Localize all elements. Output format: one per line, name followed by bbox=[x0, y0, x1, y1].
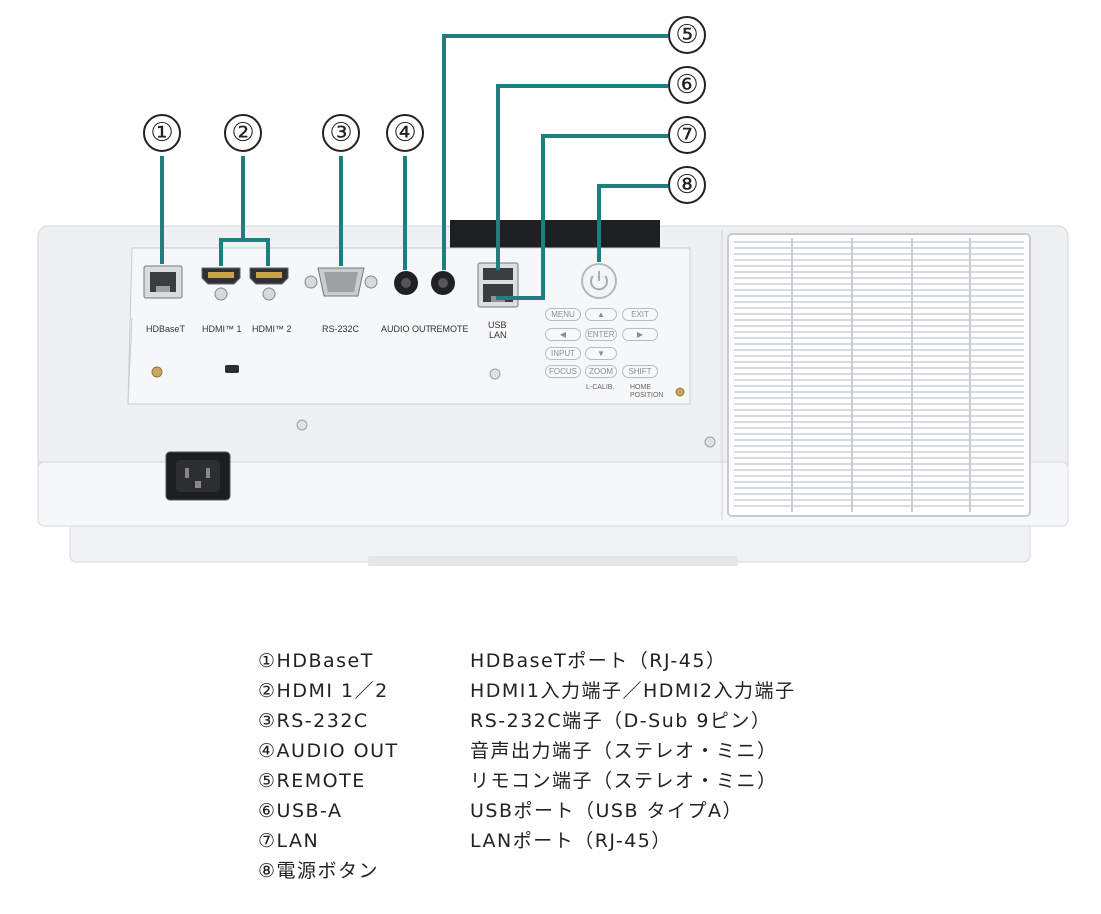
remote-jack bbox=[431, 271, 455, 295]
hdmi-2-port bbox=[249, 267, 289, 301]
port-legend: ①HDBaseT HDBaseTポート（RJ-45） ②HDMI 1／2 HDMI1入… bbox=[258, 646, 796, 886]
callout-4: ④ bbox=[386, 114, 424, 152]
callout-2: ② bbox=[224, 114, 262, 152]
shift-button: SHIFT bbox=[622, 365, 658, 378]
legend-row: ③RS-232C RS-232C端子（D-Sub 9ピン） bbox=[258, 706, 796, 736]
down-button: ▼ bbox=[585, 347, 617, 360]
hdbaset-port bbox=[143, 265, 183, 299]
input-button: INPUT bbox=[545, 347, 581, 360]
legend-row: ④AUDIO OUT 音声出力端子（ステレオ・ミニ） bbox=[258, 736, 796, 766]
callout-3: ③ bbox=[322, 114, 360, 152]
callout-7: ⑦ bbox=[668, 116, 706, 154]
power-button bbox=[581, 263, 617, 299]
leader-line-8 bbox=[597, 184, 668, 262]
leader-line-2 bbox=[219, 156, 245, 266]
ac-inlet bbox=[165, 451, 231, 501]
legend-row: ⑦LAN LANポート（RJ-45） bbox=[258, 826, 796, 856]
legend-row: ①HDBaseT HDBaseTポート（RJ-45） bbox=[258, 646, 796, 676]
leader-line-7 bbox=[496, 134, 668, 300]
legend-description: RS-232C端子（D-Sub 9ピン） bbox=[470, 710, 772, 732]
left-button: ◀ bbox=[545, 328, 581, 341]
leader-line-2b bbox=[243, 238, 270, 266]
legend-description: HDBaseTポート（RJ-45） bbox=[470, 650, 727, 672]
callout-1: ① bbox=[143, 114, 181, 152]
legend-term: ⑦LAN bbox=[258, 830, 320, 852]
callout-5: ⑤ bbox=[668, 16, 706, 54]
audio-out-jack bbox=[394, 271, 418, 295]
leader-lines bbox=[160, 34, 668, 300]
enter-button: ENTER bbox=[585, 328, 617, 341]
label-hdmi-2: HDMI™ 2 bbox=[252, 324, 292, 334]
legend-term: ⑤REMOTE bbox=[258, 770, 366, 792]
label-audio-out: AUDIO OUT bbox=[381, 324, 432, 334]
legend-description: リモコン端子（ステレオ・ミニ） bbox=[470, 770, 778, 792]
home-label: HOME bbox=[630, 384, 651, 391]
up-button: ▲ bbox=[585, 308, 617, 321]
legend-row: ⑥USB-A USBポート（USB タイプA） bbox=[258, 796, 796, 826]
rs-232c-port bbox=[304, 267, 378, 297]
label-remote: REMOTE bbox=[430, 324, 469, 334]
legend-row: ⑧電源ボタン bbox=[258, 856, 796, 886]
right-button: ▶ bbox=[622, 328, 658, 341]
leader-line-5 bbox=[442, 34, 668, 270]
legend-term: ⑧電源ボタン bbox=[258, 860, 380, 882]
exit-button: EXIT bbox=[622, 308, 658, 321]
legend-term: ⑥USB-A bbox=[258, 800, 343, 822]
legend-term: ④AUDIO OUT bbox=[258, 740, 399, 762]
leader-line-6 bbox=[496, 84, 668, 270]
menu-button: MENU bbox=[545, 308, 581, 321]
label-usb: USB bbox=[488, 320, 507, 330]
legend-description: HDMI1入力端子／HDMI2入力端子 bbox=[470, 680, 796, 702]
focus-button: FOCUS bbox=[545, 365, 581, 378]
projector-illustration bbox=[37, 34, 1069, 566]
legend-term: ③RS-232C bbox=[258, 710, 369, 732]
legend-row: ②HDMI 1／2 HDMI1入力端子／HDMI2入力端子 bbox=[258, 676, 796, 706]
projector-rear-diagram: ① ② ③ ④ ⑤ ⑥ ⑦ ⑧ HDBaseT HDMI™ 1 HDMI™ 2 … bbox=[37, 16, 1069, 566]
legend-term: ①HDBaseT bbox=[258, 650, 374, 672]
legend-description: USBポート（USB タイプA） bbox=[470, 800, 744, 822]
label-rs-232c: RS-232C bbox=[322, 324, 360, 334]
legend-row: ⑤REMOTE リモコン端子（ステレオ・ミニ） bbox=[258, 766, 796, 796]
ventilation-grille bbox=[727, 233, 1031, 517]
callout-8: ⑧ bbox=[668, 166, 706, 204]
zoom-button: ZOOM bbox=[585, 365, 617, 378]
legend-description: 音声出力端子（ステレオ・ミニ） bbox=[470, 740, 778, 762]
legend-term: ②HDMI 1／2 bbox=[258, 680, 389, 702]
callout-6: ⑥ bbox=[668, 66, 706, 104]
position-label: POSITION bbox=[630, 392, 664, 399]
label-hdmi-1: HDMI™ 1 bbox=[202, 324, 242, 334]
hdmi-1-port bbox=[201, 267, 241, 301]
lcalib-label: L-CALIB. bbox=[586, 384, 615, 391]
label-hdbaset: HDBaseT bbox=[146, 324, 186, 334]
legend-description: LANポート（RJ-45） bbox=[470, 830, 672, 852]
label-lan: LAN bbox=[489, 330, 507, 340]
